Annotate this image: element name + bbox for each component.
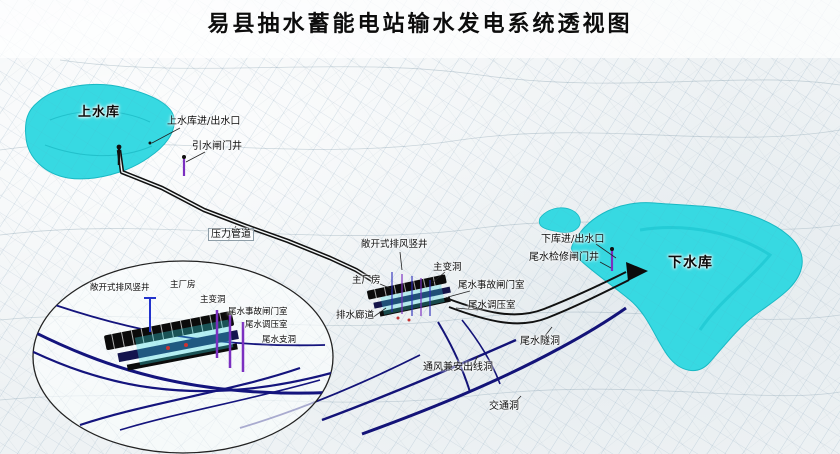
page-title: 易县抽水蓄能电站输水发电系统透视图 (207, 12, 633, 37)
detail-label-tailrace-emergency-gate-room: 尾水事故闸门室 (228, 307, 288, 317)
label-drainage-gallery: 排水廊道 (336, 310, 375, 321)
title-backdrop (0, 0, 840, 58)
label-lower-inlet-outlet: 下库进/出水口 (541, 234, 605, 245)
detail-ellipse (32, 260, 334, 454)
detail-powerhouse (104, 311, 239, 371)
label-vent-cable-tunnel: 通风兼安出线洞 (423, 362, 493, 373)
detail-label-vent-shaft: 敞开式排风竖井 (90, 283, 150, 293)
powerhouse-complex (367, 272, 451, 322)
label-diversion-gate-shaft: 引水闸门井 (192, 141, 242, 152)
label-tailrace-surge-chamber: 尾水调压室 (468, 300, 516, 311)
detail-label-main-transformer-cavern: 主变洞 (200, 295, 226, 305)
label-lower-reservoir: 下水库 (668, 255, 713, 271)
label-main-transformer-cavern: 主变洞 (433, 262, 462, 273)
detail-label-main-powerhouse: 主厂房 (170, 280, 196, 290)
label-main-powerhouse: 主厂房 (352, 275, 381, 286)
access-and-vent-tunnels (239, 306, 627, 436)
detail-label-tailrace-branch-tunnel: 尾水支洞 (262, 335, 297, 345)
label-access-tunnel: 交通洞 (489, 401, 519, 412)
label-vent-shaft: 敞开式排风竖井 (361, 239, 428, 250)
lower-inlet-structure (610, 247, 648, 281)
tailrace-tunnel-lines (445, 271, 630, 325)
label-upper-reservoir: 上水库 (78, 105, 121, 120)
label-pressure-pipeline: 压力管道 (208, 228, 254, 241)
diversion-gate-shaft-marker (182, 155, 186, 176)
label-tailrace-tunnel: 尾水隧洞 (520, 336, 560, 347)
label-tailrace-emergency-gate-room: 尾水事故闸门室 (458, 280, 525, 291)
detail-label-tailrace-surge-chamber: 尾水调压室 (245, 320, 288, 330)
label-upper-inlet-outlet: 上水库进/出水口 (167, 116, 241, 127)
pressure-pipeline-line (116, 141, 374, 282)
label-tailrace-maintenance-gate-shaft: 尾水检修闸门井 (529, 252, 599, 263)
